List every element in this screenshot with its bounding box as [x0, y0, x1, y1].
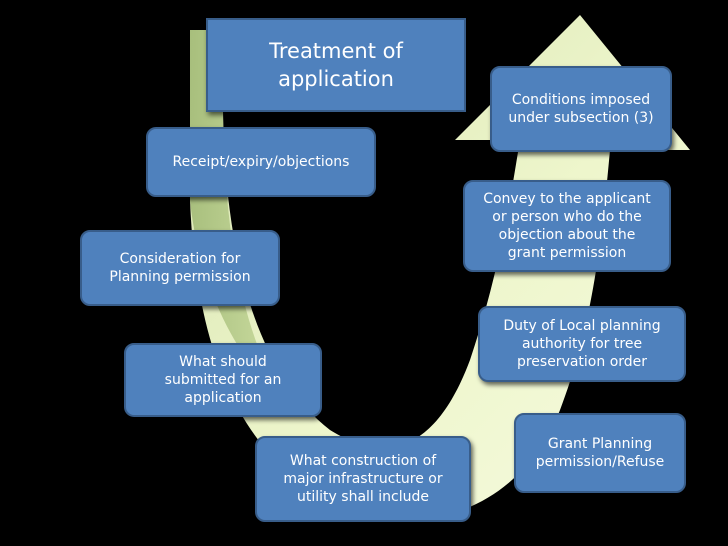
- step-receipt-expiry-objections: Receipt/expiry/objections: [146, 127, 376, 197]
- step-duty-local-planning-authority: Duty of Local planning authority for tre…: [478, 306, 686, 382]
- step-what-should-submitted: What should submitted for an application: [124, 343, 322, 417]
- step-what-construction: What construction of major infrastructur…: [255, 436, 471, 522]
- step-grant-planning-permission: Grant Planning permission/Refuse: [514, 413, 686, 493]
- arrow-left-shade: [190, 30, 300, 415]
- diagram-title: Treatment of application: [206, 18, 466, 112]
- step-consideration-planning-permission: Consideration for Planning permission: [80, 230, 280, 306]
- step-conditions-imposed: Conditions imposed under subsection (3): [490, 66, 672, 152]
- step-convey-to-applicant: Convey to the applicant or person who do…: [463, 180, 671, 272]
